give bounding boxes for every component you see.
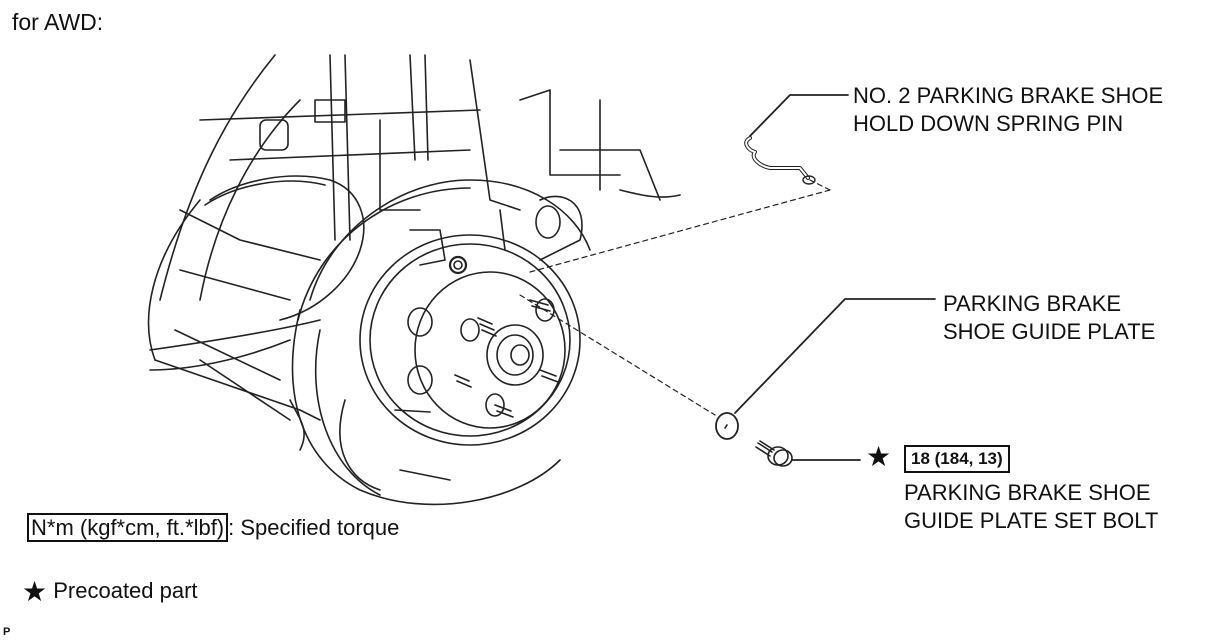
precoated-star-icon: ★ xyxy=(866,441,892,472)
callout-line-1: PARKING BRAKE SHOE xyxy=(904,480,1151,505)
legend-torque: N*m (kgf*cm, ft.*lbf): Specified torque xyxy=(27,513,400,542)
backing-plate xyxy=(291,179,591,506)
torque-spec-box: 18 (184, 13) xyxy=(904,445,1010,473)
callout-line-1: NO. 2 PARKING BRAKE SHOE xyxy=(853,83,1164,108)
callout-set-bolt: PARKING BRAKE SHOE GUIDE PLATE SET BOLT xyxy=(904,479,1158,535)
legend-precoated: ★ Precoated part xyxy=(22,577,198,606)
installation-guide-lines xyxy=(519,179,831,416)
callout-line-2: SHOE GUIDE PLATE xyxy=(943,319,1156,344)
hold-down-spring-pin xyxy=(744,94,849,185)
section-title: for AWD: xyxy=(12,9,104,35)
callout-line-2: HOLD DOWN SPRING PIN xyxy=(853,111,1124,136)
wheel-well-outline xyxy=(147,54,481,371)
corner-mark: P xyxy=(3,626,11,638)
suspension-parts xyxy=(154,54,681,451)
set-bolt xyxy=(755,440,861,467)
callout-line-1: PARKING BRAKE xyxy=(943,291,1122,316)
legend-torque-desc: : Specified torque xyxy=(228,515,400,540)
guide-plate-washer xyxy=(715,298,936,440)
star-icon: ★ xyxy=(22,576,48,607)
callout-line-2: GUIDE PLATE SET BOLT xyxy=(904,508,1159,533)
wheel-hub xyxy=(359,234,581,446)
legend-torque-units-box: N*m (kgf*cm, ft.*lbf) xyxy=(27,513,229,542)
legend-precoated-desc: Precoated part xyxy=(53,578,198,603)
callout-hold-down-spring-pin: NO. 2 PARKING BRAKE SHOE HOLD DOWN SPRIN… xyxy=(853,82,1163,138)
callout-guide-plate: PARKING BRAKE SHOE GUIDE PLATE xyxy=(943,290,1155,346)
